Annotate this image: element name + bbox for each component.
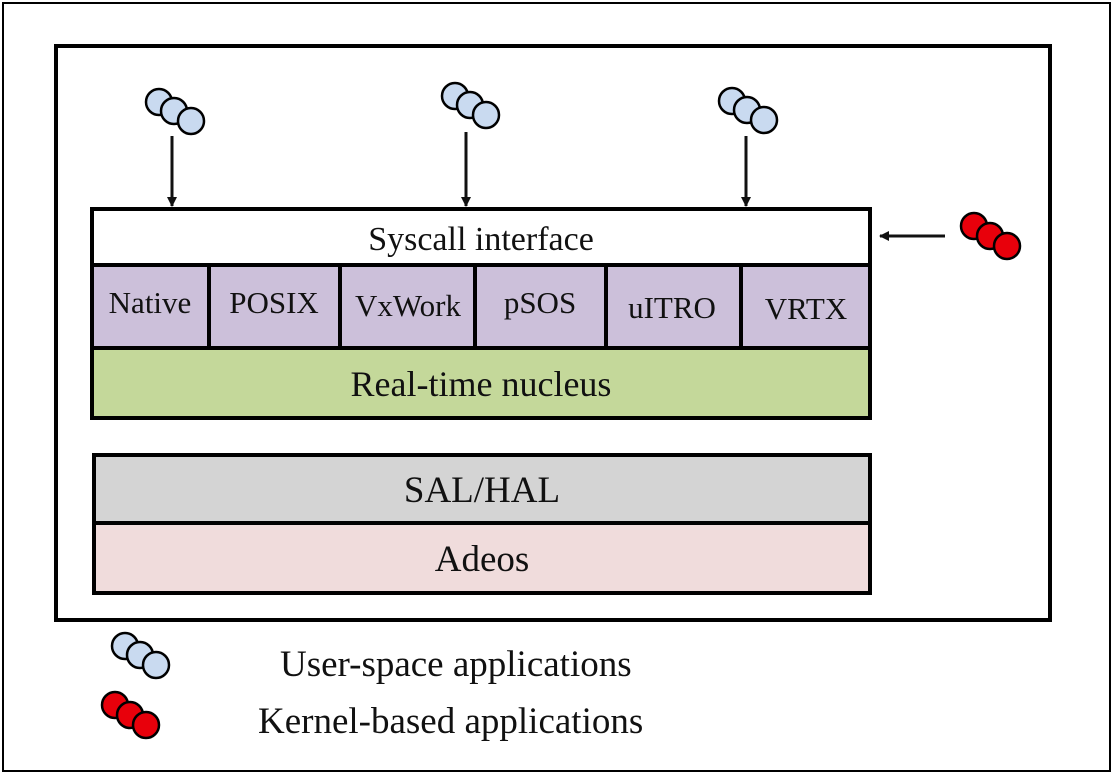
kernel-app-icon <box>959 211 1022 261</box>
user-app-icon <box>717 86 779 135</box>
skin-uitro-box <box>604 263 743 350</box>
nucleus-label: Real-time nucleus <box>351 364 612 404</box>
skin-psos-box <box>473 263 608 350</box>
legend: User-space applications Kernel-based app… <box>100 631 643 742</box>
skin-vxwork-label: VxWork <box>355 288 461 323</box>
legend-kernel-based-label: Kernel-based applications <box>258 701 643 742</box>
skin-posix-box <box>207 263 342 350</box>
skin-uitro-label: uITRO <box>628 290 716 325</box>
adeos-box <box>92 521 872 595</box>
legend-user-app-icon <box>110 631 171 680</box>
sal-hal-box <box>92 453 872 525</box>
syscall-interface-box <box>90 207 872 267</box>
legend-kernel-app-icon <box>100 690 161 740</box>
user-app-icon <box>440 81 501 130</box>
nucleus-box <box>90 346 872 420</box>
skin-vxwork-box <box>338 263 477 350</box>
skin-vrtx-label: VRTX <box>765 291 848 326</box>
skin-native-label: Native <box>109 285 192 320</box>
system-box <box>54 44 1052 622</box>
skins-row: Native POSIX VxWork pSOS uITRO VRTX <box>90 263 872 350</box>
skin-posix-label: POSIX <box>229 285 319 320</box>
user-app-icon <box>144 87 206 136</box>
skin-psos-label: pSOS <box>504 285 576 320</box>
syscall-interface-label: Syscall interface <box>368 221 594 258</box>
adeos-label: Adeos <box>435 539 530 580</box>
skin-vrtx-box <box>739 263 872 350</box>
sal-hal-label: SAL/HAL <box>404 470 560 511</box>
legend-user-space-label: User-space applications <box>280 644 632 685</box>
